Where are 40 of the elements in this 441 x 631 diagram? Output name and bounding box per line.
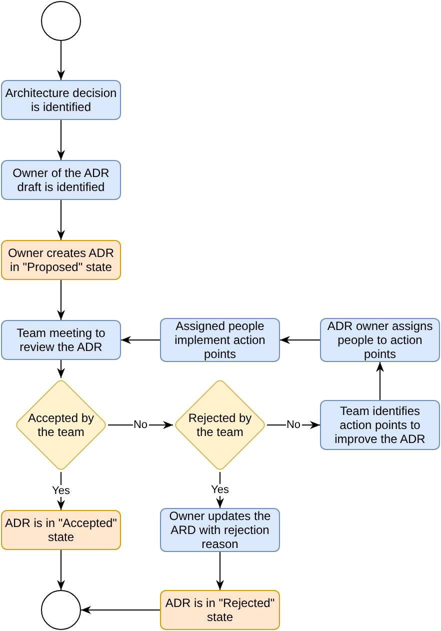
edge-label: No (285, 419, 302, 431)
process-box (1, 80, 121, 120)
decision-diamond (14, 378, 108, 472)
step-text: ADR owner assigns people to action points (326, 319, 434, 361)
arrow (120, 336, 160, 344)
arrow (57, 120, 65, 160)
process-box (320, 400, 440, 450)
step-text: Owner of the ADR draft is identified (12, 166, 110, 194)
decision-text: Rejected by the team (187, 411, 253, 439)
process-box (1, 320, 121, 360)
arrow (57, 40, 65, 80)
step-text: Owner creates ADR in "Proposed" state (6, 246, 116, 274)
status-box (1, 240, 121, 280)
arrow (80, 606, 160, 614)
arrow (376, 362, 384, 400)
step-text: ADR is in "Rejected" state (164, 596, 276, 624)
decision-diamond (173, 378, 267, 472)
arrow (280, 336, 320, 344)
start-circle (41, 0, 81, 40)
edge-label: Yes (51, 485, 71, 497)
decision-text: Accepted by the team (26, 411, 96, 439)
step-text: ADR is in "Accepted" state (5, 516, 117, 544)
process-box (160, 508, 280, 552)
arrow (57, 200, 65, 240)
arrow (57, 550, 65, 590)
step-text: Team identifies action points to improve the ADR (334, 404, 426, 446)
arrow (57, 280, 65, 320)
edge-label: No (132, 419, 149, 431)
step-text: Architecture decision is identified (5, 86, 117, 114)
step-text: Team meeting to review the ADR (16, 326, 106, 354)
process-box (160, 318, 280, 362)
process-box (1, 160, 121, 200)
status-box (1, 510, 121, 550)
end-circle (41, 590, 81, 630)
status-box (160, 590, 280, 630)
step-text: Owner updates the ARD with rejection reason (168, 509, 272, 551)
arrow (57, 360, 65, 378)
step-text: Assigned people implement action points (174, 319, 266, 361)
edge-label: Yes (210, 484, 230, 496)
arrow (216, 552, 224, 590)
